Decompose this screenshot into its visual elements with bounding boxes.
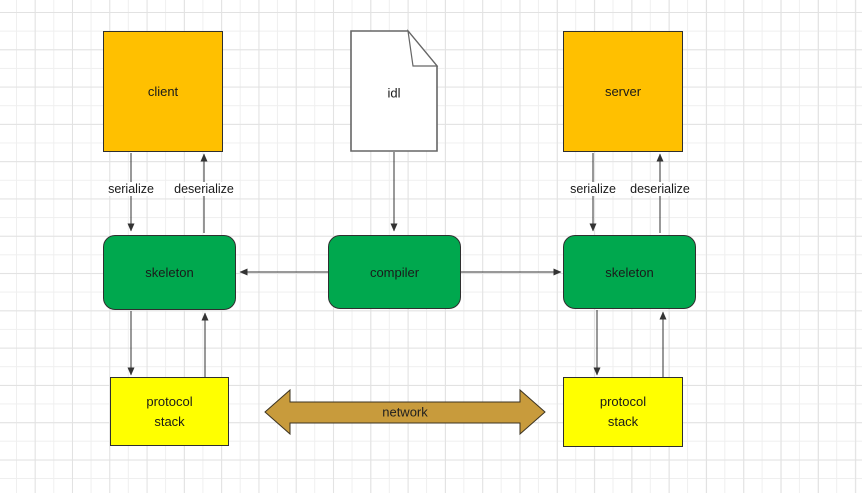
node-protocol-stack-left-label: protocol stack [146,393,193,429]
idl-document-fold [407,28,439,67]
node-protocol-stack-right[interactable]: protocol stack [563,377,683,447]
node-compiler[interactable]: compiler [328,235,461,309]
network-arrow-label[interactable]: network [382,404,428,420]
node-protocol-stack-left[interactable]: protocol stack [110,377,229,446]
edge-label-deserialize-left[interactable]: deserialize [172,182,236,196]
edge-label-serialize-left[interactable]: serialize [106,182,156,196]
node-client-label: client [147,84,179,99]
edge-label-deserialize-right[interactable]: deserialize [628,182,692,196]
node-skeleton-left-label: skeleton [145,265,194,280]
node-server-label: server [604,84,642,99]
node-client[interactable]: client [103,31,223,152]
node-idl-label[interactable]: idl [387,85,401,101]
node-server[interactable]: server [563,31,683,152]
node-protocol-stack-right-label: protocol stack [599,394,647,429]
network-double-arrow[interactable] [264,388,546,436]
node-skeleton-left[interactable]: skeleton [103,235,236,310]
edge-label-serialize-right[interactable]: serialize [568,182,618,196]
node-compiler-label: compiler [369,264,420,280]
node-skeleton-right-label: skeleton [605,264,654,280]
node-skeleton-right[interactable]: skeleton [563,235,696,309]
